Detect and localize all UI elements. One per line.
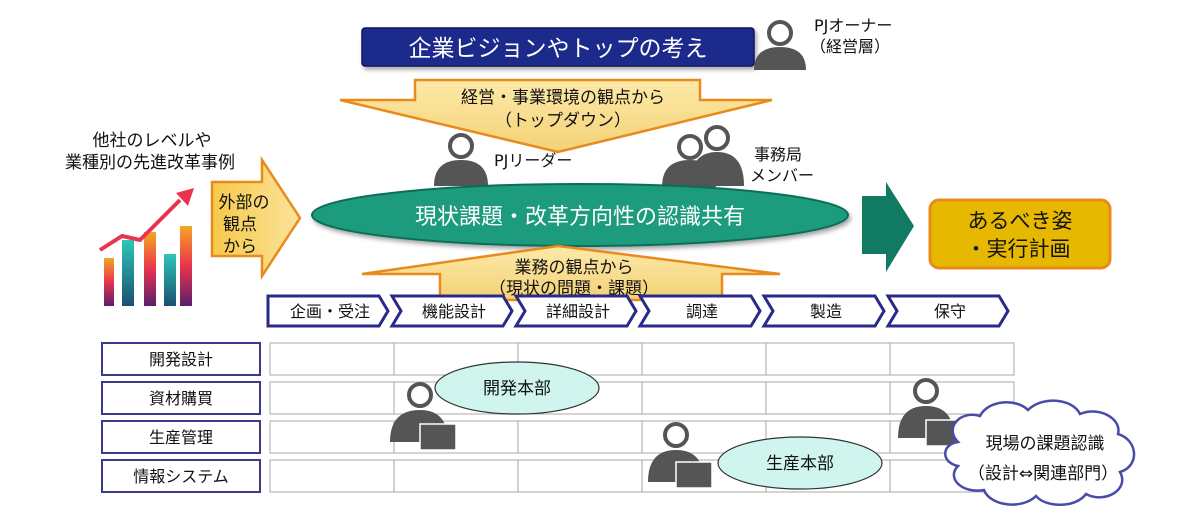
external-viewpoint-arrow — [210, 155, 302, 281]
office-line1: 事務局 — [754, 145, 802, 164]
goal-line1: あるべき姿 — [968, 209, 1073, 233]
dev-hq-label: 開発本部 — [483, 379, 551, 399]
department-label-box — [101, 342, 261, 376]
center-ellipse-label: 現状課題・改革方向性の認識共有 — [415, 205, 745, 230]
left-arrow-line2: 観点 — [223, 215, 257, 235]
process-step-label: 製造 — [810, 302, 842, 321]
process-row: 企画・受注 機能設計 詳細設計 調達 製造 保守 — [266, 294, 1010, 328]
goal-box — [928, 198, 1112, 270]
field-issues-cloud — [944, 399, 1136, 506]
process-step-label: 保守 — [934, 302, 966, 321]
bottom-arrow-line1: 業務の観点から — [515, 258, 634, 278]
process-step-label: 調達 — [686, 302, 718, 321]
leader-label: PJリーダー — [494, 151, 572, 170]
prod-hq-label: 生産本部 — [766, 454, 834, 474]
others-line1: 他社のレベルや — [93, 131, 212, 151]
top-arrow-line2: （トップダウン） — [495, 111, 631, 131]
process-step-chevron — [885, 294, 1010, 328]
grid-cell — [269, 381, 395, 415]
department-label: 開発設計 — [149, 350, 213, 369]
department-label-box — [101, 381, 261, 415]
process-step-chevron — [266, 294, 390, 328]
dev-hq-ellipse — [434, 361, 600, 415]
grid-cell — [517, 459, 643, 493]
grid-cell — [269, 459, 395, 493]
process-step-label: 企画・受注 — [290, 302, 370, 321]
vision-label: 企業ビジョンやトップの考え — [409, 36, 708, 62]
department-label-box — [101, 420, 261, 454]
grid-cell — [641, 342, 767, 376]
left-arrow-line1: 外部の — [219, 193, 270, 213]
office-members-icon — [662, 125, 744, 187]
cloud-line1: 現場の課題認識 — [986, 434, 1105, 454]
department-label: 情報システム — [133, 467, 229, 486]
process-step-label: 機能設計 — [422, 302, 486, 321]
worker-laptop-icon — [390, 382, 457, 451]
goal-line2: ・実行計画 — [966, 237, 1071, 261]
grid-cell — [517, 420, 643, 454]
grid-cell — [641, 381, 767, 415]
process-step-chevron — [761, 294, 886, 328]
owner-line1: PJオーナー — [814, 16, 892, 35]
result-arrow — [862, 182, 914, 272]
prod-hq-ellipse — [717, 436, 883, 490]
grid-cell — [269, 420, 395, 454]
others-line2: 業種別の先進改革事例 — [65, 153, 235, 173]
top-down-arrow — [339, 78, 773, 154]
top-arrow-line1: 経営・事業環境の観点から — [461, 88, 665, 108]
worker-laptop-icon — [648, 422, 713, 489]
grid-cell — [269, 342, 395, 376]
grid-cell — [889, 342, 1015, 376]
department-label: 資材購買 — [149, 389, 213, 408]
department-label-box — [101, 459, 261, 493]
process-step-chevron — [513, 294, 638, 328]
process-step-label: 詳細設計 — [546, 302, 610, 321]
owner-line2: （経営層） — [810, 37, 890, 56]
leader-person-icon — [434, 133, 488, 186]
left-arrow-line3: から — [223, 237, 257, 257]
process-step-chevron — [637, 294, 762, 328]
grid-cell — [765, 342, 891, 376]
process-step-chevron — [389, 294, 514, 328]
grid-cell — [765, 381, 891, 415]
bottom-arrow-line2: （現状の問題・課題） — [489, 279, 659, 299]
grid-cell — [393, 459, 519, 493]
owner-person-icon — [754, 20, 806, 70]
growth-chart-icon — [98, 188, 194, 306]
shared-recognition-ellipse — [311, 183, 849, 247]
vision-box — [361, 27, 755, 67]
cloud-line2: （設計⇔関連部門） — [968, 464, 1118, 484]
department-label: 生産管理 — [149, 428, 213, 447]
office-line2: メンバー — [750, 166, 814, 185]
